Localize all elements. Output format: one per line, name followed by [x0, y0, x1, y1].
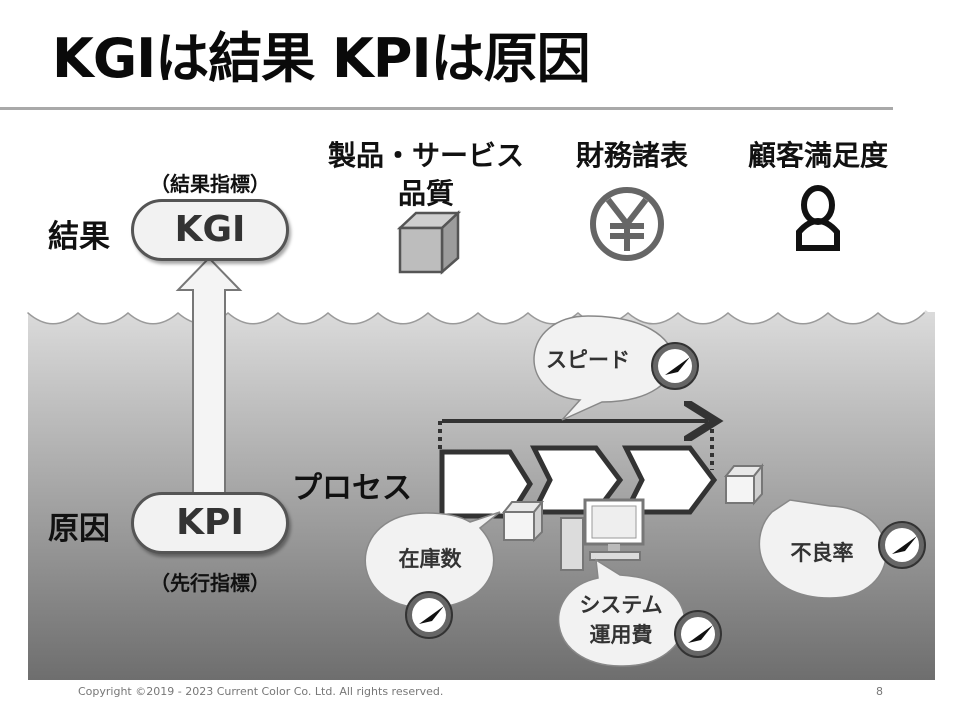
process-step — [439, 449, 533, 519]
slide-title: KGIは結果 KPIは原因 — [52, 27, 591, 90]
system-cost-line: システム — [579, 593, 663, 617]
cause-to-result-arrow — [175, 256, 243, 496]
inventory-cube-icon — [501, 499, 545, 543]
inventory-bubble — [364, 511, 501, 609]
kgi-pill: KGI — [131, 199, 289, 261]
gauge-icon — [405, 591, 453, 639]
box-icon — [396, 210, 462, 275]
cause-sub-label: （先行指標） — [150, 571, 270, 595]
result-sub-label: （結果指標） — [150, 172, 270, 196]
copyright-text: Copyright ©2019 - 2023 Current Color Co.… — [78, 685, 444, 698]
category-financial-statements: 財務諸表 — [575, 139, 688, 172]
category-label: 品質 — [397, 177, 454, 210]
output-cube-icon — [723, 463, 765, 506]
speed-label: スピード — [546, 348, 630, 372]
category-customer-satisfaction: 顧客満足度 — [747, 139, 888, 172]
kpi-pill: KPI — [131, 492, 289, 554]
category-product-quality: 製品・サービス 品質 — [308, 137, 544, 213]
result-side-label: 結果 — [48, 219, 110, 255]
category-label: 製品・サービス — [327, 139, 524, 172]
process-step — [621, 445, 718, 515]
inventory-label: 在庫数 — [398, 547, 462, 571]
defect-rate-label: 不良率 — [790, 541, 854, 565]
system-cost-line: 運用費 — [589, 623, 653, 647]
computer-icon — [560, 498, 645, 571]
gauge-icon — [651, 342, 699, 390]
yen-icon — [590, 187, 664, 261]
process-steps — [439, 445, 718, 519]
speed-bubble — [533, 315, 675, 421]
title-divider — [0, 107, 893, 110]
system-cost-label: システム 運用費 — [566, 590, 676, 650]
gauge-icon — [674, 610, 722, 658]
person-icon — [796, 185, 840, 251]
process-label: プロセス — [292, 471, 412, 506]
gauge-icon — [878, 521, 926, 569]
defect-rate-bubble — [758, 499, 887, 599]
page-number: 8 — [876, 685, 883, 698]
cause-side-label: 原因 — [48, 511, 110, 547]
system-cost-bubble — [557, 558, 686, 667]
